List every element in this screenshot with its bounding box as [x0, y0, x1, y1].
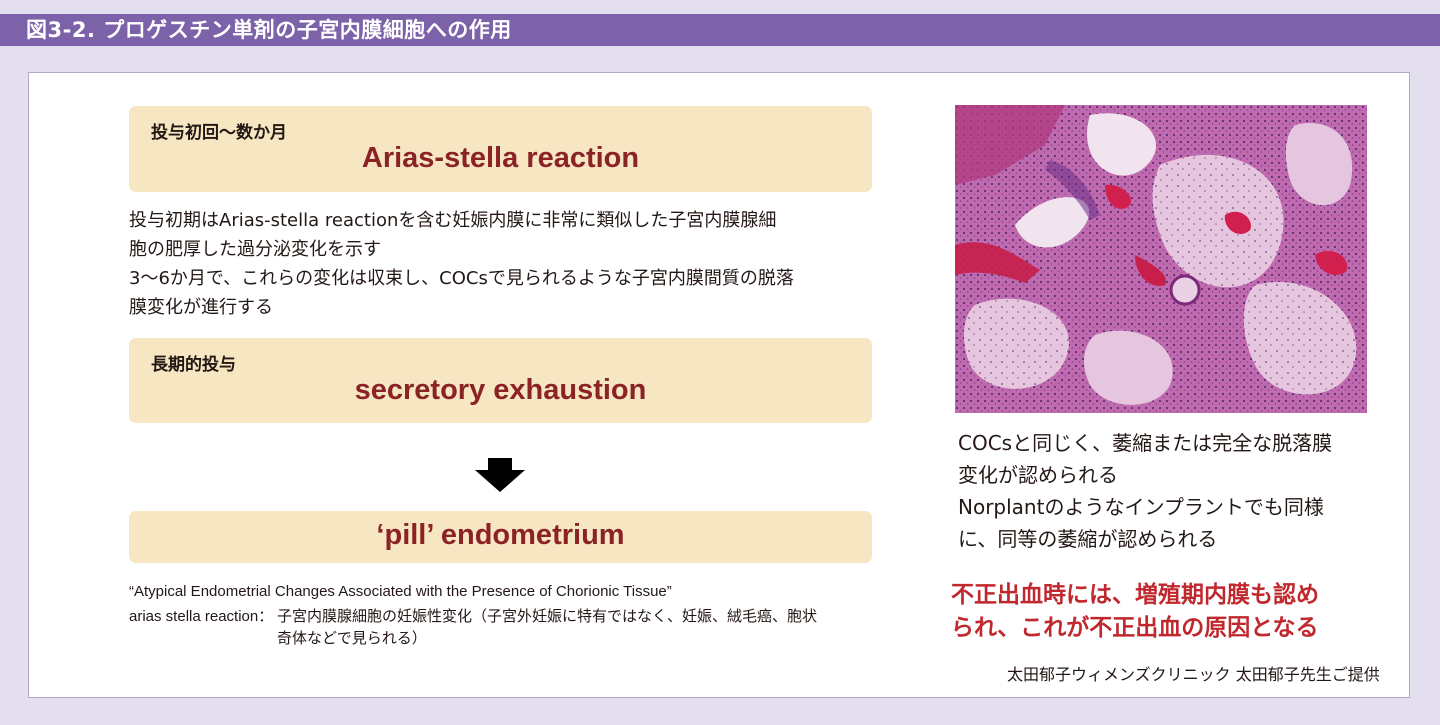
figure-title: 図3-2. プロゲスチン単剤の子宮内膜細胞への作用 — [26, 18, 512, 42]
caption-line: COCsと同じく、萎縮または完全な脱落膜 — [958, 431, 1333, 455]
image-credit: 太田郁子ウィメンズクリニック 太田郁子先生ご提供 — [1007, 665, 1380, 684]
footnote-label: arias stella reaction： — [129, 608, 274, 625]
description-line: 胞の肥厚した過分泌変化を示す — [129, 239, 381, 260]
footnote-definition-line: 子宮内膜腺細胞の妊娠性変化（子宮外妊娠に特有ではなく、妊娠、絨毛癌、胞状 — [277, 608, 818, 625]
histology-micrograph-image — [955, 105, 1367, 413]
caption-line: 変化が認められる — [958, 463, 1118, 487]
stage-result-term: ‘pill’ endometrium — [376, 519, 625, 551]
caption-line: に、同等の萎縮が認められる — [958, 527, 1218, 551]
stage-longterm-box: 長期的投与 secretory exhaustion — [129, 338, 872, 423]
stage-longterm-term: secretory exhaustion — [354, 374, 647, 406]
warning-line: 不正出血時には、増殖期内膜も認め — [951, 582, 1319, 608]
figure-panel: 投与初回〜数か月 Arias-stella reaction 投与初期はAria… — [28, 72, 1410, 698]
stage-initial-description: 投与初期はArias-stella reactionを含む妊娠内膜に非常に類似し… — [129, 206, 794, 322]
footnote-source: “Atypical Endometrial Changes Associated… — [129, 583, 672, 600]
stage-longterm-label: 長期的投与 — [151, 355, 236, 375]
description-line: 3〜6か月で、これらの変化は収束し、COCsで見られるような子宮内膜間質の脱落 — [129, 268, 794, 289]
stage-initial-term: Arias-stella reaction — [361, 142, 640, 174]
footnote-definition-line: 奇体などで見られる） — [277, 630, 427, 647]
stage-initial-box: 投与初回〜数か月 Arias-stella reaction — [129, 106, 872, 192]
stage-result-box: ‘pill’ endometrium — [129, 511, 872, 563]
micrograph-caption: COCsと同じく、萎縮または完全な脱落膜 変化が認められる Norplantのよ… — [958, 427, 1332, 555]
warning-line: られ、これが不正出血の原因となる — [951, 615, 1319, 641]
caption-line: Norplantのようなインプラントでも同様 — [958, 495, 1324, 519]
stage-initial-label: 投与初回〜数か月 — [151, 123, 287, 143]
down-arrow-icon — [475, 458, 525, 492]
description-line: 膜変化が進行する — [129, 297, 273, 318]
bleeding-warning: 不正出血時には、増殖期内膜も認め られ、これが不正出血の原因となる — [951, 579, 1319, 645]
header-bar: 図3-2. プロゲスチン単剤の子宮内膜細胞への作用 — [0, 14, 1440, 46]
description-line: 投与初期はArias-stella reactionを含む妊娠内膜に非常に類似し… — [129, 210, 777, 231]
